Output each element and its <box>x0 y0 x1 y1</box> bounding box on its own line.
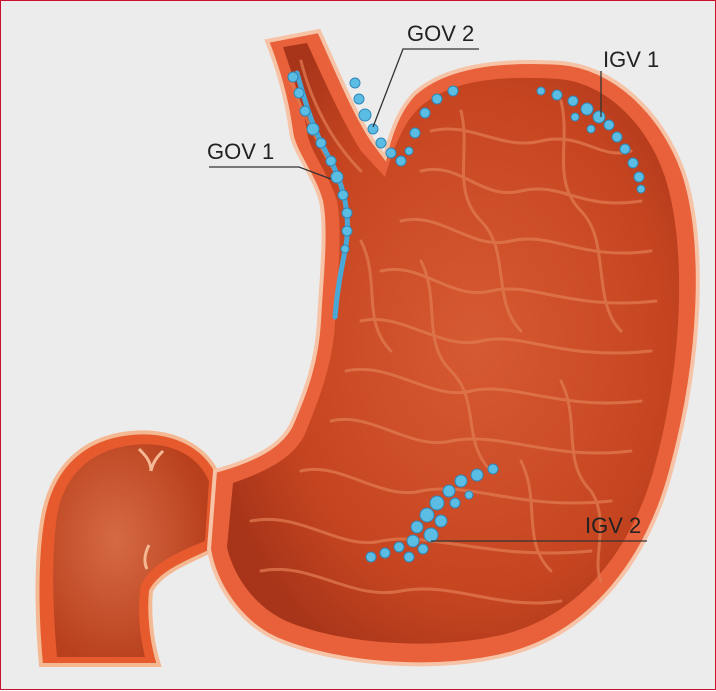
duodenum <box>38 432 220 665</box>
stomach <box>209 31 698 664</box>
igv2-label: IGV 2 <box>585 513 641 538</box>
gov2-label: GOV 2 <box>407 21 474 46</box>
igv1-label: IGV 1 <box>603 47 659 72</box>
gov1-label: GOV 1 <box>207 139 274 164</box>
